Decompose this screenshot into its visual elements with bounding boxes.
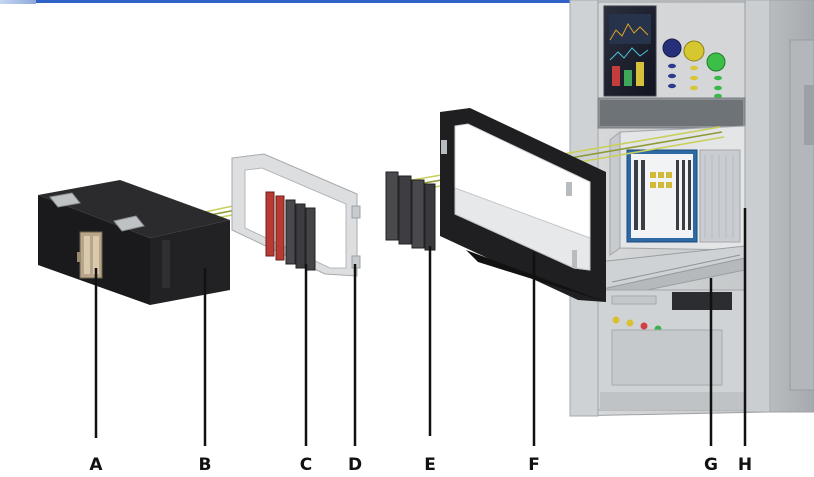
control-panel [597,1,746,99]
connector-modules-e [385,171,436,251]
label-f: F [528,455,540,475]
label-a: A [89,455,103,475]
enclosure-box [38,180,230,305]
connector-modules-c [265,191,316,271]
instrument-chassis [609,125,746,256]
lower-panel [597,289,746,411]
top-border [0,0,814,3]
label-g: G [704,455,718,475]
label-h: H [737,455,753,475]
equipment-rack [569,0,814,417]
label-b: B [198,455,212,475]
label-c: C [299,455,313,475]
logo-fragment [0,0,36,4]
leader-lines [94,208,747,446]
mounting-frame [440,108,606,302]
connector-a [77,231,103,279]
label-d: D [347,455,363,475]
label-e: E [424,455,436,475]
